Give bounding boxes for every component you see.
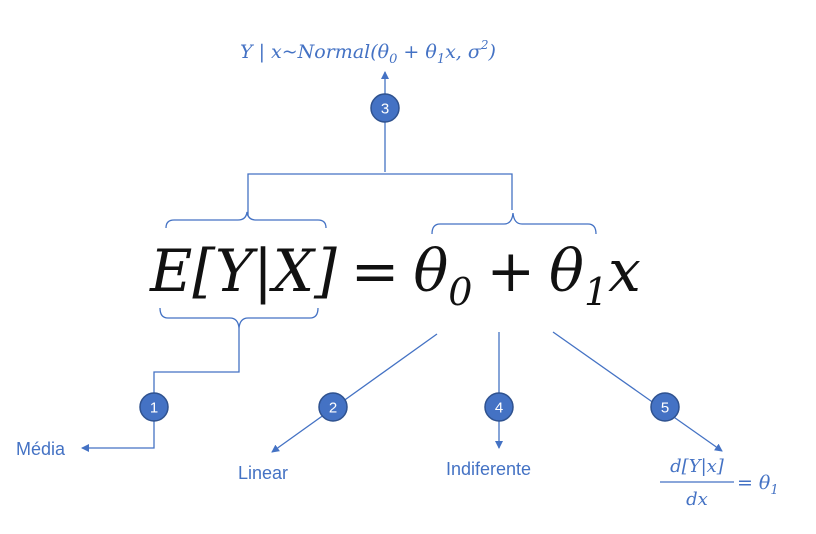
top-formula-part2: + θ [397, 41, 437, 63]
top-formula-sub1: 1 [437, 52, 445, 67]
brace-lhs-top [165, 211, 327, 229]
badge-1: 1 [139, 392, 169, 422]
badge-5-label: 5 [661, 400, 669, 417]
top-formula-part4: ) [488, 41, 496, 63]
equation-sub0: 0 [448, 270, 472, 314]
derivative-sub1: 1 [770, 483, 778, 498]
derivative-rhs: = θ1 [737, 472, 779, 498]
label-media: Média [16, 439, 66, 459]
equation-x: x [608, 237, 641, 305]
badge-4-label: 4 [495, 400, 503, 417]
derivative-equals: = [737, 472, 753, 494]
label-indiferente: Indiferente [446, 459, 531, 479]
brace-rhs-top [431, 212, 597, 235]
top-formula-sup2: 2 [480, 38, 489, 52]
badge-5: 5 [650, 392, 680, 422]
equation-sub1: 1 [584, 270, 608, 314]
main-equation: E[Y|X]=θ0+θ1x [149, 237, 641, 314]
badge-3: 3 [370, 93, 400, 123]
badge-2: 2 [318, 392, 348, 422]
equation-lhs: E[Y|X] [149, 237, 337, 305]
bracket-connector-top [247, 173, 513, 216]
connector-5 [552, 331, 723, 452]
derivative-theta: θ [759, 472, 771, 494]
brace-lhs-bottom [159, 307, 319, 329]
equation-plus: + [486, 237, 535, 305]
equation-theta1: θ [549, 237, 584, 305]
badge-1-label: 1 [150, 400, 158, 417]
label-linear: Linear [238, 463, 288, 483]
derivative-denominator: dx [686, 489, 708, 510]
badge-4: 4 [484, 392, 514, 422]
badge-3-label: 3 [381, 101, 389, 118]
top-formula-sub0: 0 [389, 52, 397, 67]
top-formula-part1: Y | x~Normal(θ [240, 41, 390, 63]
derivative-numerator: d[Y|x] [670, 456, 725, 477]
derivative-formula: d[Y|x] dx = θ1 [660, 456, 779, 510]
equation-equals: = [351, 237, 400, 305]
badge-2-label: 2 [329, 400, 337, 417]
equation-theta0: θ [413, 237, 448, 305]
top-formula-part3: x, σ [445, 41, 482, 63]
connector-2 [271, 333, 438, 453]
connector-1 [81, 328, 240, 452]
top-formula: Y | x~Normal(θ0 + θ1x, σ2) [240, 38, 496, 67]
